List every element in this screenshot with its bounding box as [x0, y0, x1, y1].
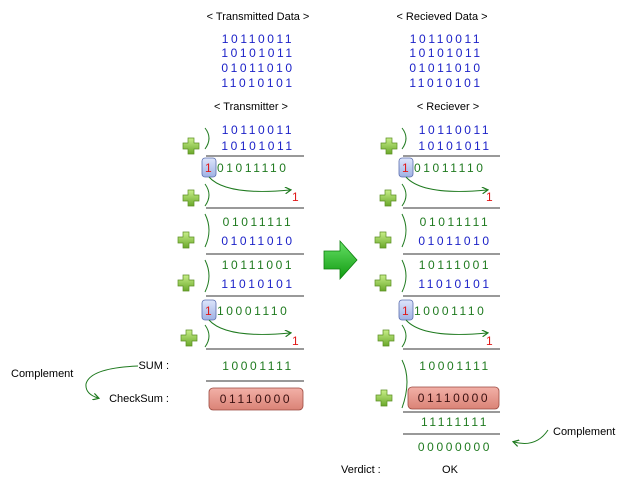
- tx-partial-sum-4: 10001110: [217, 304, 289, 318]
- tx-partial-sum-2: 01011111: [223, 215, 294, 229]
- verdict-value: OK: [442, 464, 459, 476]
- add-brace: [204, 183, 210, 207]
- plus-icon: [374, 231, 392, 249]
- carry-wraparound-arrow: [405, 319, 487, 334]
- sum-label: SUM :: [138, 360, 169, 372]
- tx-partial-sum-1: 01011110: [217, 161, 289, 175]
- plus-icon: [374, 274, 392, 292]
- plus-icon: [177, 274, 195, 292]
- tx-carry-1: 1: [205, 161, 214, 175]
- carry-wraparound-arrow: [405, 176, 487, 191]
- rx-partial-sum-4: 10001110: [414, 304, 486, 318]
- tx-partial-sum-3: 10111001: [222, 258, 294, 272]
- add-brace: [204, 127, 210, 150]
- rx-carry-added-2: 1: [486, 334, 495, 348]
- plus-icon: [182, 137, 200, 155]
- add-brace: [401, 324, 407, 348]
- checksum-box: [208, 387, 304, 411]
- plus-icon: [177, 231, 195, 249]
- transmitted-data-header: < Transmitted Data >: [207, 11, 310, 23]
- tx-add-operand-c: 01011010: [221, 234, 294, 248]
- transmitter-column: < Transmitted Data > 10110011 10101011 0…: [11, 11, 310, 411]
- rx-add-operand-b: 10101011: [418, 139, 491, 153]
- rx-partial-sum-1: 01011110: [414, 161, 486, 175]
- tx-sum-value: 10001111: [222, 359, 294, 373]
- plus-icon: [180, 329, 198, 347]
- tx-add-operand-d: 11010101: [221, 277, 294, 291]
- complement-arrow: [85, 365, 139, 398]
- complement-arrow: [514, 429, 549, 444]
- add-brace: [401, 359, 408, 409]
- rx-total-value: 11111111: [421, 415, 489, 429]
- rx-data-word-4: 11010101: [409, 76, 482, 90]
- transmitter-label: < Transmitter >: [214, 101, 288, 113]
- tx-data-word-2: 10101011: [221, 46, 294, 60]
- receiver-column: < Recieved Data > 10110011 10101011 0101…: [374, 11, 615, 454]
- complement-label: Complement: [553, 426, 615, 438]
- rx-add-operand-c: 01011010: [418, 234, 491, 248]
- tx-carry-2: 1: [205, 304, 214, 318]
- tx-add-operand-b: 10101011: [221, 139, 294, 153]
- right-arrow-icon: [323, 239, 358, 281]
- plus-icon: [182, 189, 200, 207]
- plus-icon: [380, 137, 398, 155]
- add-brace: [204, 259, 210, 293]
- add-brace: [401, 183, 407, 207]
- tx-carry-added-1: 1: [292, 190, 301, 204]
- tx-data-word-1: 10110011: [222, 32, 294, 46]
- rx-add-operand-d: 11010101: [418, 277, 491, 291]
- rx-add-operand-a: 10110011: [419, 123, 491, 137]
- rx-result-value: 00000000: [418, 440, 492, 454]
- add-brace: [401, 259, 407, 293]
- tx-checksum-value: 01110000: [220, 392, 292, 406]
- carry-wraparound-arrow: [208, 319, 290, 334]
- receiver-label: < Reciever >: [417, 101, 479, 113]
- tx-data-word-3: 01011010: [221, 61, 294, 75]
- complement-label: Complement: [11, 368, 73, 380]
- rx-data-word-1: 10110011: [410, 32, 482, 46]
- received-data-header: < Recieved Data >: [396, 11, 487, 23]
- tx-carry-added-2: 1: [292, 334, 301, 348]
- checksum-box: [407, 386, 500, 410]
- add-brace: [204, 213, 210, 248]
- checksum-label: CheckSum :: [109, 393, 169, 405]
- rx-checksum-value: 01110000: [418, 391, 490, 405]
- rx-partial-sum-3: 10111001: [419, 258, 491, 272]
- rx-carry-1: 1: [402, 161, 411, 175]
- plus-icon: [379, 189, 397, 207]
- verdict: Verdict : OK: [341, 464, 459, 476]
- rx-sum-value: 10001111: [419, 359, 491, 373]
- tx-data-word-4: 11010101: [221, 76, 294, 90]
- carry-wraparound-arrow: [208, 176, 290, 191]
- rx-carry-2: 1: [402, 304, 411, 318]
- add-brace: [401, 213, 407, 248]
- rx-data-word-3: 01011010: [409, 61, 482, 75]
- plus-icon: [375, 389, 393, 407]
- verdict-label: Verdict :: [341, 464, 381, 476]
- rx-carry-added-1: 1: [486, 190, 495, 204]
- plus-icon: [377, 329, 395, 347]
- rx-data-word-2: 10101011: [409, 46, 482, 60]
- add-brace: [401, 127, 407, 150]
- rx-partial-sum-2: 01011111: [420, 215, 491, 229]
- tx-add-operand-a: 10110011: [222, 123, 294, 137]
- add-brace: [204, 324, 210, 348]
